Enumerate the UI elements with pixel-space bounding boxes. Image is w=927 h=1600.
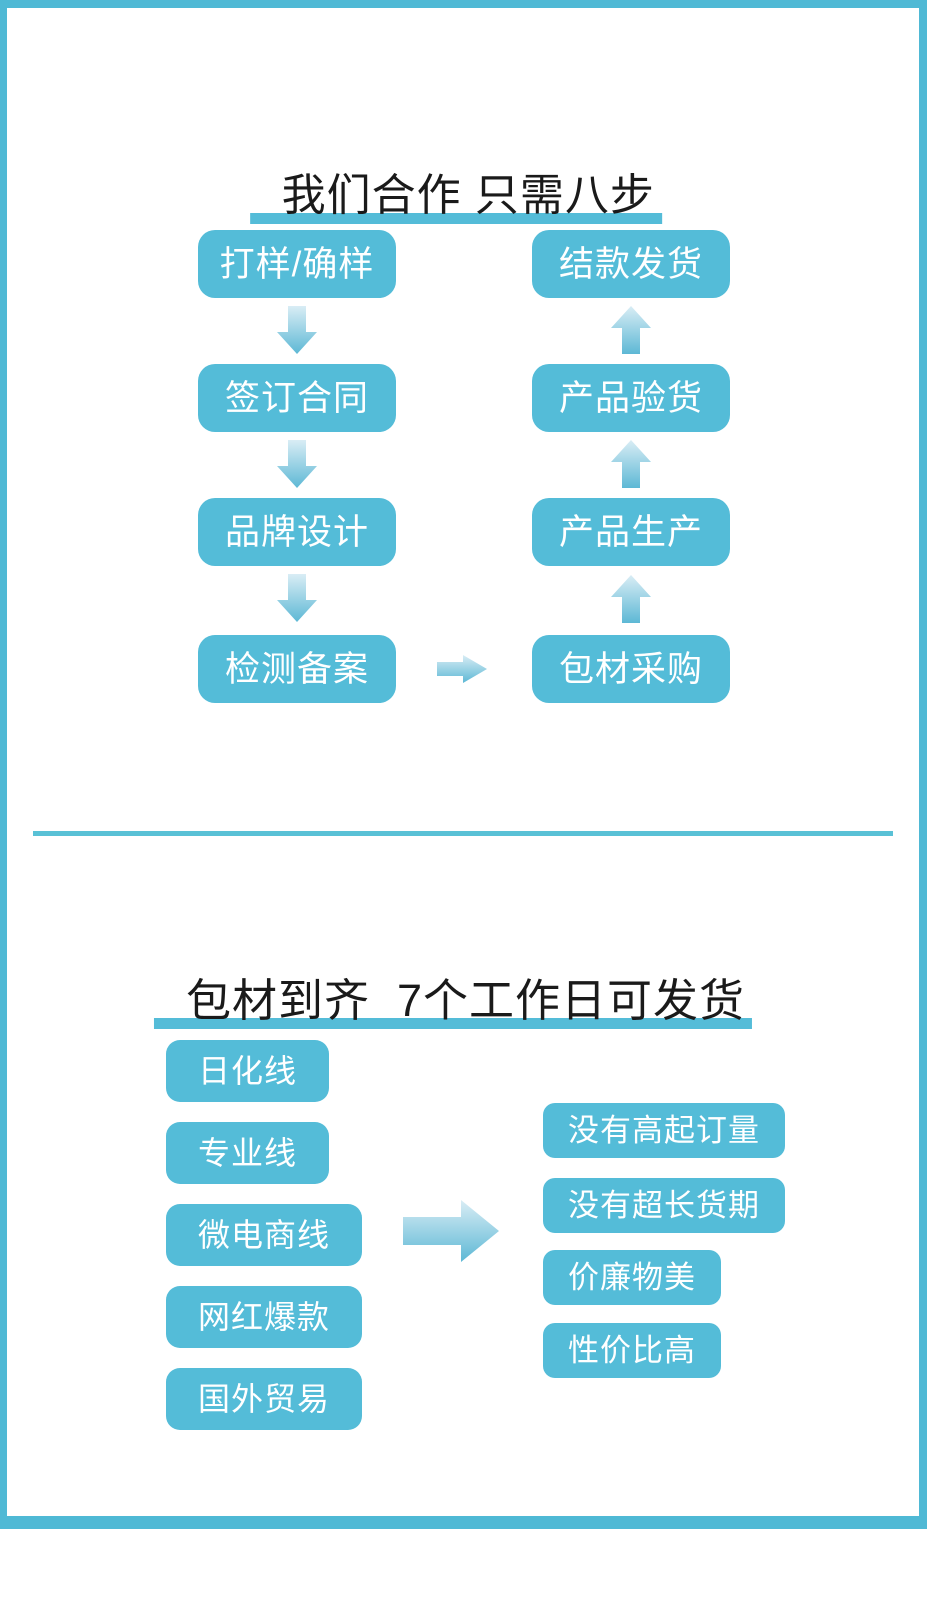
section1-title-underline (250, 213, 662, 224)
step-box-8: 结款发货 (532, 230, 730, 298)
right-arrow-icon (437, 655, 487, 683)
section1-title-text: 我们合作 只需八步 (281, 171, 655, 220)
step-box-1: 打样/确样 (198, 230, 396, 298)
product-line-box-1: 日化线 (166, 1040, 330, 1102)
down-arrow-icon (277, 306, 317, 354)
step-box-6: 产品生产 (532, 498, 730, 566)
product-line-box-4: 网红爆款 (166, 1286, 363, 1348)
benefit-box-1: 没有高起订量 (543, 1103, 785, 1158)
product-line-box-3: 微电商线 (166, 1204, 363, 1266)
benefit-box-4: 性价比高 (543, 1323, 721, 1378)
section2-title: 包材到齐 7个工作日可发货 (153, 888, 753, 1029)
step-box-7: 产品验货 (532, 364, 730, 432)
product-line-box-5: 国外贸易 (166, 1368, 363, 1430)
step-box-4: 检测备案 (198, 635, 396, 703)
section1-title: 我们合作 只需八步 (250, 86, 662, 224)
benefit-box-2: 没有超长货期 (543, 1178, 785, 1233)
section2-title-text: 包材到齐 7个工作日可发货 (185, 975, 746, 1026)
section-divider (33, 831, 893, 836)
product-line-box-2: 专业线 (166, 1122, 330, 1184)
down-arrow-icon (277, 574, 317, 622)
up-arrow-icon (611, 575, 651, 623)
benefit-box-3: 价廉物美 (543, 1250, 721, 1305)
down-arrow-icon (277, 440, 317, 488)
up-arrow-icon (611, 306, 651, 354)
step-box-3: 品牌设计 (198, 498, 396, 566)
big-right-arrow-icon (403, 1200, 499, 1262)
section2-title-underline (153, 1018, 753, 1029)
up-arrow-icon (611, 440, 651, 488)
page-border-frame (0, 0, 927, 1529)
step-box-5: 包材采购 (532, 635, 730, 703)
step-box-2: 签订合同 (198, 364, 396, 432)
